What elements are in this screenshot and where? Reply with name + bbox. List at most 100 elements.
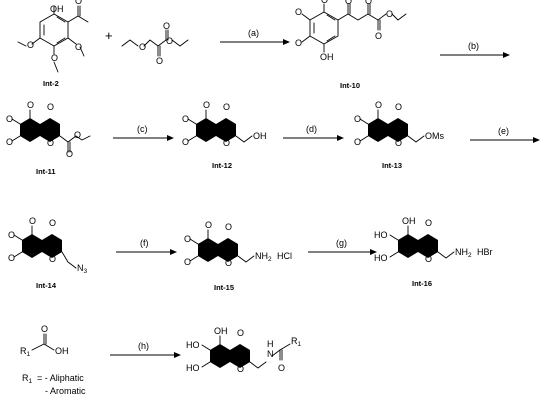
atom-o: O: [49, 218, 56, 228]
atom-o: O: [6, 114, 13, 124]
atom-oms: OMs: [425, 131, 444, 141]
atom-o: O: [156, 56, 163, 66]
step-label-c: (c): [137, 124, 148, 134]
atom-o: O: [225, 258, 232, 268]
atom-o: O: [75, 42, 82, 52]
atom-ho: HO: [186, 340, 200, 350]
atom-o: O: [182, 114, 189, 124]
atom-o: O: [166, 36, 173, 46]
structure-final-amide: [201, 335, 291, 369]
atom-o: O: [6, 137, 13, 147]
atom-oh: OH: [55, 346, 69, 356]
structure-int-14: [13, 225, 77, 269]
step-label-b: (b): [468, 41, 479, 51]
atom-ho: HO: [374, 230, 388, 240]
atom-o: O: [47, 102, 54, 112]
label-int-13: Int-13: [382, 161, 402, 170]
structure-carboxylic-acid: [31, 333, 55, 351]
reaction-arrow-b: [440, 52, 510, 58]
atom-o: O: [184, 234, 191, 244]
structure-int-10: [301, 3, 407, 53]
reaction-arrow-h: [110, 352, 181, 358]
structure-int-11: [11, 109, 91, 153]
atom-o: O: [365, 0, 372, 6]
atom-o: O: [139, 42, 146, 52]
atom-o: O: [27, 40, 34, 50]
atom-o: O: [223, 138, 230, 148]
structure-int-13: [359, 109, 425, 143]
atom-o: O: [47, 138, 54, 148]
atom-r1: R1: [20, 346, 31, 358]
legend-line-aromatic: - Aromatic: [45, 386, 86, 396]
plus-sign: +: [105, 28, 113, 43]
atom-o: O: [8, 253, 15, 263]
atom-ho: HO: [186, 363, 200, 373]
structure-diethyl-oxalate: [121, 29, 189, 57]
label-int-10: Int-10: [340, 81, 360, 90]
atom-o: O: [237, 364, 244, 374]
atom-o: O: [51, 53, 58, 63]
step-label-g: (g): [336, 238, 347, 248]
atom-o: O: [425, 218, 432, 228]
atom-o: O: [182, 137, 189, 147]
atom-o: O: [278, 363, 285, 373]
reaction-arrow-e: [470, 137, 540, 143]
atom-o: O: [66, 149, 73, 159]
atom-o: O: [8, 230, 15, 240]
step-label-f: (f): [140, 238, 149, 248]
atom-o: O: [223, 102, 230, 112]
reaction-arrow-g: [308, 249, 377, 255]
step-label-d: (d): [306, 124, 317, 134]
atom-ho: HO: [374, 253, 388, 263]
atom-o: O: [237, 328, 244, 338]
atom-oh: OH: [50, 4, 64, 14]
atom-o: O: [425, 254, 432, 264]
atom-o: O: [49, 254, 56, 264]
atom-oh: OH: [320, 52, 334, 62]
atom-o: O: [386, 9, 393, 19]
salt-hbr: HBr: [477, 247, 493, 257]
atom-o: O: [74, 130, 81, 140]
atom-n: N: [267, 349, 274, 359]
atom-o: O: [375, 100, 382, 110]
atom-o: O: [321, 0, 328, 5]
atom-o: O: [41, 324, 48, 334]
atom-nh2: NH2: [455, 247, 472, 259]
reaction-arrow-a: [220, 39, 290, 45]
structure-int-15: [189, 229, 255, 263]
atom-o: O: [375, 31, 382, 41]
label-int-2: Int-2: [43, 79, 59, 88]
atom-r1: R1: [291, 336, 302, 348]
legend-r1: R1: [22, 373, 33, 385]
label-int-12: Int-12: [212, 161, 232, 170]
atom-o: O: [205, 220, 212, 230]
structure-int-2: [17, 5, 89, 73]
atom-h: H: [267, 339, 274, 349]
atom-n3: N3: [77, 263, 88, 275]
step-label-a: (a): [248, 28, 259, 38]
atom-o: O: [345, 0, 352, 6]
salt-hcl: HCl: [277, 251, 292, 261]
label-int-15: Int-15: [214, 283, 234, 292]
atom-oh: OH: [253, 131, 267, 141]
label-int-14: Int-14: [36, 281, 57, 290]
reaction-arrow-f: [116, 249, 177, 255]
atom-o: O: [395, 138, 402, 148]
step-label-h: (h): [138, 341, 149, 351]
atom-o: O: [295, 38, 302, 48]
atom-o: O: [354, 114, 361, 124]
structure-int-16: [389, 225, 455, 259]
atom-o: O: [354, 137, 361, 147]
atom-nh2: NH2: [255, 251, 272, 263]
atom-o: O: [27, 100, 34, 110]
atom-o: O: [295, 7, 302, 17]
reaction-arrow-d: [283, 135, 344, 141]
step-label-e: (e): [498, 126, 509, 136]
atom-o: O: [75, 0, 82, 6]
label-int-16: Int-16: [412, 279, 432, 288]
label-int-11: Int-11: [36, 167, 56, 176]
atom-o: O: [203, 100, 210, 110]
atom-oh: OH: [214, 326, 228, 336]
atom-o: O: [225, 222, 232, 232]
